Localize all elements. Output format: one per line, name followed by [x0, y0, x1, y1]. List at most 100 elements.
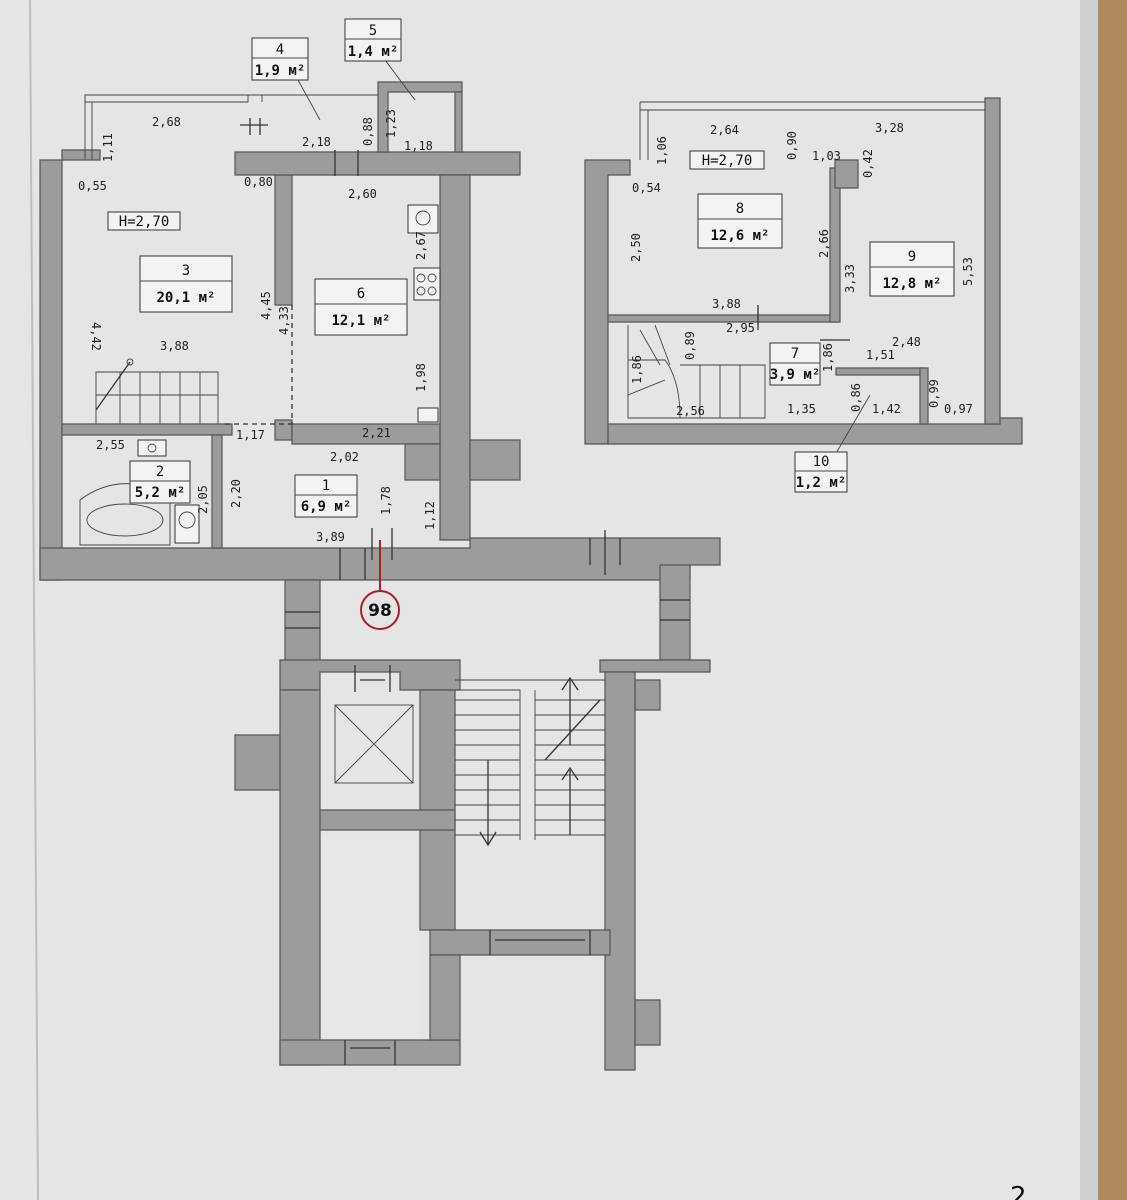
ceiling-height-box-upper	[689, 150, 765, 170]
room-6-area: 12,1 м²	[331, 313, 390, 329]
elevator-shaft	[334, 704, 414, 784]
room-6-number: 6	[357, 286, 365, 302]
room-3-area: 20,1 м²	[156, 290, 215, 306]
room-2-area: 5,2 м²	[135, 485, 186, 501]
stairs-upper	[627, 324, 766, 419]
table-edge	[1098, 0, 1127, 1200]
apartment-marker-circle	[360, 590, 400, 630]
room-5-label: 5 1,4 м²	[344, 18, 402, 62]
room-8-area: 12,6 м²	[710, 228, 769, 244]
leader-room-5	[384, 59, 416, 101]
sheet-fold	[29, 0, 39, 1200]
dimension-labels: 2,68 1,11 0,55 4,42 3,88 0,80 2,18 0,88 …	[78, 109, 975, 544]
dim-1-42: 1,42	[872, 402, 901, 416]
dim-0-55: 0,55	[78, 179, 107, 193]
dim-2-48: 2,48	[892, 335, 921, 349]
room-8-label: 8 12,6 м²	[697, 193, 783, 249]
dim-0-86: 0,86	[849, 383, 863, 412]
room-7-area: 3,9 м²	[770, 367, 821, 383]
room-1-number: 1	[322, 478, 330, 494]
dim-2-05: 2,05	[196, 485, 210, 514]
dim-1-12: 1,12	[423, 501, 437, 530]
utility-room	[322, 838, 418, 1038]
dim-0-90: 0,90	[785, 131, 799, 160]
dim-1-35: 1,35	[787, 402, 816, 416]
dim-2-66: 2,66	[817, 229, 831, 258]
dim-0-80: 0,80	[244, 175, 273, 189]
window-stair	[489, 930, 591, 955]
entrance-door-right	[660, 599, 690, 621]
dim-3-88-upper: 3,88	[712, 297, 741, 311]
room-4-number: 4	[276, 42, 284, 58]
room-9-area: 12,8 м²	[882, 276, 941, 292]
elevator-cross	[334, 704, 414, 784]
room-2-label: 2 5,2 м²	[129, 460, 191, 504]
elevator-door	[354, 665, 391, 692]
dim-1-03: 1,03	[812, 149, 841, 163]
dim-1-06: 1,06	[655, 136, 669, 165]
dim-4-33: 4,33	[277, 306, 291, 335]
dim-2-21: 2,21	[362, 426, 391, 440]
dim-2-20: 2,20	[229, 479, 243, 508]
dim-4-42: 4,42	[89, 322, 103, 351]
dim-2-68: 2,68	[152, 115, 181, 129]
room-9-number: 9	[908, 249, 916, 265]
dim-2-18: 2,18	[302, 135, 331, 149]
dim-1-18: 1,18	[404, 139, 433, 153]
dim-1-78: 1,78	[379, 486, 393, 515]
dim-2-55: 2,55	[96, 438, 125, 452]
dim-2-60: 2,60	[348, 187, 377, 201]
room-9-label: 9 12,8 м²	[869, 241, 955, 297]
room-10-number: 10	[813, 454, 830, 470]
dim-1-98: 1,98	[414, 363, 428, 392]
room-10-label: 10 1,2 м²	[794, 451, 848, 493]
upper-door-marks	[757, 305, 850, 341]
dim-3-88-lower: 3,88	[160, 339, 189, 353]
room-6-label: 6 12,1 м²	[314, 278, 408, 336]
room-5-number: 5	[369, 23, 377, 39]
dim-0-99: 0,99	[927, 379, 941, 408]
dim-5-53: 5,53	[961, 257, 975, 286]
room-1-area: 6,9 м²	[301, 499, 352, 515]
dim-0-88: 0,88	[361, 117, 375, 146]
bathroom-fixtures	[79, 439, 200, 546]
dim-2-95: 2,95	[726, 321, 755, 335]
dim-1-11: 1,11	[101, 133, 115, 162]
dim-0-89: 0,89	[683, 331, 697, 360]
dim-4-45: 4,45	[259, 291, 273, 320]
dim-3-33: 3,33	[843, 264, 857, 293]
window-bottom	[344, 1040, 396, 1065]
room-4-label: 4 1,9 м²	[251, 37, 309, 81]
common-stairs	[455, 676, 605, 847]
room-5-area: 1,4 м²	[348, 44, 399, 60]
dim-2-02: 2,02	[330, 450, 359, 464]
kitchen-fixtures	[407, 204, 441, 423]
room-4-area: 1,9 м²	[255, 63, 306, 79]
room-2-number: 2	[156, 464, 164, 480]
dim-1-51: 1,51	[866, 348, 895, 362]
dim-1-86-left: 1,86	[630, 355, 644, 384]
dim-3-28: 3,28	[875, 121, 904, 135]
room-1-label: 1 6,9 м²	[294, 474, 358, 518]
common-area-walls	[234, 564, 711, 1071]
upper-level-walls	[584, 97, 1023, 445]
stairs-room-3	[95, 358, 219, 424]
dim-0-54: 0,54	[632, 181, 661, 195]
room-8-number: 8	[736, 201, 744, 217]
leader-room-10	[834, 394, 871, 456]
room-7-number: 7	[791, 346, 799, 362]
leader-room-4	[297, 79, 321, 121]
dim-2-50: 2,50	[629, 233, 643, 262]
room-3-number: 3	[182, 263, 190, 279]
ceiling-height-upper: H=2,70	[702, 153, 753, 169]
dim-2-64: 2,64	[710, 123, 739, 137]
dim-3-89: 3,89	[316, 530, 345, 544]
dim-0-97: 0,97	[944, 402, 973, 416]
paper-edge-shadow	[1080, 0, 1098, 1200]
dim-2-56: 2,56	[676, 404, 705, 418]
dim-1-17: 1,17	[236, 428, 265, 442]
room-10-area: 1,2 м²	[796, 475, 847, 491]
door-marks	[240, 118, 621, 580]
entrance-door-left	[285, 611, 320, 629]
